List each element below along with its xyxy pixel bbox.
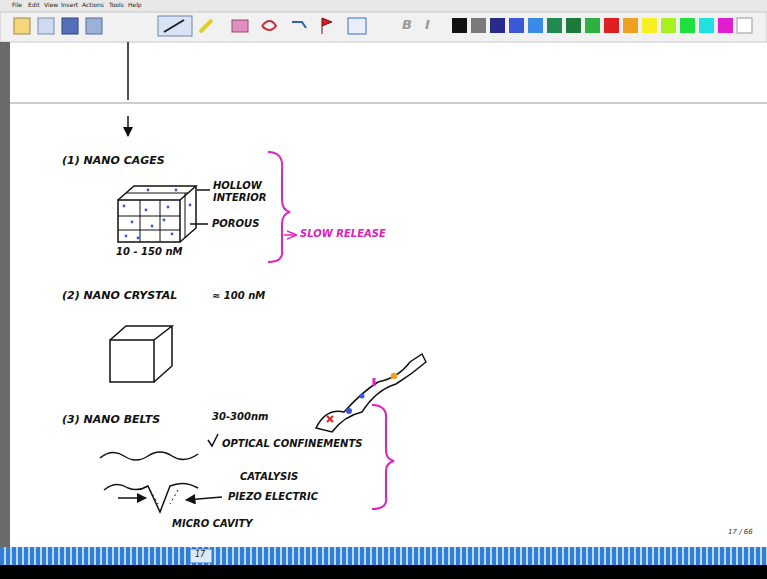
color-swatch [490, 18, 505, 33]
page-break [10, 103, 767, 104]
color-swatch [680, 18, 695, 33]
toolbar-button: B [402, 18, 412, 33]
property-label: PIEZO ELECTRIC [228, 491, 318, 503]
tool-icon [86, 18, 102, 34]
color-swatch [547, 18, 562, 33]
menu-item: Insert [61, 2, 78, 9]
color-swatch [566, 18, 581, 33]
brace [372, 405, 394, 509]
page-indicator [190, 549, 212, 563]
color-swatch [642, 18, 657, 33]
bottom-band [0, 565, 767, 579]
flag-tool [322, 18, 332, 34]
page-number: 17 / 66 [728, 528, 753, 536]
color-swatch [585, 18, 600, 33]
color-swatch [509, 18, 524, 33]
highlighter-tool [200, 20, 212, 32]
dimension: ≈ 100 nM [212, 290, 265, 302]
menu-bar [0, 0, 767, 12]
section-heading: (3) NANO BELTS [62, 414, 160, 427]
tool-icon [38, 18, 54, 34]
nano-belt [316, 354, 426, 432]
menu-item: File [12, 2, 22, 9]
leader-line [190, 223, 208, 225]
page-bar [0, 547, 767, 565]
flow-line [127, 42, 129, 100]
eraser-tool [232, 20, 248, 32]
toolbar-icons [14, 16, 752, 36]
section-heading: (2) NANO CRYSTAL [62, 290, 177, 303]
tool-icon [62, 18, 78, 34]
property-label: CATALYSIS [240, 471, 298, 483]
leader-line [197, 189, 210, 191]
pen-tool [164, 20, 184, 32]
menu-item: View [44, 2, 58, 9]
cube-face [118, 200, 180, 242]
color-swatch [604, 18, 619, 33]
pore-dots [123, 189, 192, 240]
cube-grid [118, 193, 188, 242]
belt-waves [100, 434, 222, 512]
callout-label: HOLLOW INTERIOR [213, 180, 285, 203]
menu-item: Tools [109, 2, 124, 9]
property-label: OPTICAL CONFINEMENTS [222, 438, 362, 450]
dimension: 30-300nm [212, 411, 268, 423]
brace [268, 152, 290, 262]
menu-item: Actions [82, 2, 104, 9]
color-swatch [471, 18, 486, 33]
menu-item: Edit [28, 2, 40, 9]
nano-cage-drawing [118, 186, 210, 242]
tool-icon [348, 18, 366, 34]
cube-edges [118, 186, 196, 242]
color-swatch [452, 18, 467, 33]
color-swatch [661, 18, 676, 33]
page-margin [0, 42, 10, 547]
section-heading: (1) NANO CAGES [62, 155, 165, 168]
nano-crystal-drawing [110, 326, 172, 382]
page-number: 17 [195, 550, 205, 559]
callout-label: MICRO CAVITY [172, 518, 253, 530]
color-swatch [699, 18, 714, 33]
color-swatch [737, 18, 752, 33]
lasso-tool [262, 21, 276, 30]
callout-label: POROUS [212, 218, 259, 230]
insert-tool [292, 22, 306, 28]
menu-item: Help [128, 2, 142, 9]
dimension: 10 - 150 nM [116, 246, 182, 258]
pink-arrow [284, 234, 296, 236]
toolbar [0, 12, 767, 42]
toolbar-button: I [425, 18, 430, 33]
note: SLOW RELEASE [300, 228, 386, 240]
color-swatch [718, 18, 733, 33]
color-swatch [528, 18, 543, 33]
color-swatch [623, 18, 638, 33]
flow-arrow [127, 116, 129, 136]
pen-tool [158, 16, 192, 36]
tool-icon [14, 18, 30, 34]
